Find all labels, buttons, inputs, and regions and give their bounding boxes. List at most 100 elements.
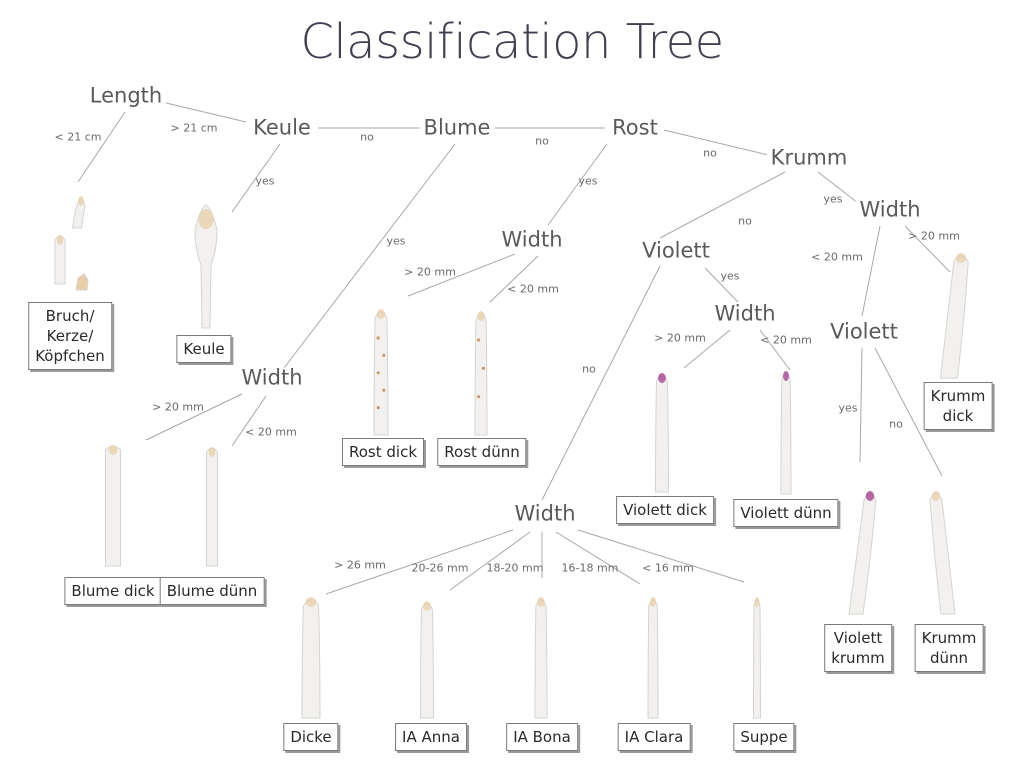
node-width-blume: Width xyxy=(237,367,307,389)
spear-ia-clara xyxy=(647,597,659,719)
branch-line xyxy=(704,267,739,303)
branch-line xyxy=(555,531,641,585)
node-blume: Blume xyxy=(419,117,495,139)
spear-krumm-dick xyxy=(939,253,969,379)
spear-suppe xyxy=(752,597,762,719)
edge-label: yes xyxy=(386,234,406,248)
spear-bruch-a xyxy=(71,196,86,229)
branch-line xyxy=(861,225,881,317)
spear-blume-duenn xyxy=(206,447,218,567)
branch-line xyxy=(541,265,661,501)
node-width-rost: Width xyxy=(497,229,567,251)
leaf-dicke: Dicke xyxy=(283,723,339,751)
node-violett-krumm: Violett xyxy=(826,321,902,343)
branch-line xyxy=(683,329,731,369)
branch-line xyxy=(547,143,608,226)
edge-label: yes xyxy=(720,269,740,283)
edge-label: < 16 mm xyxy=(642,561,694,575)
edge-label: no xyxy=(535,134,549,148)
leaf-keule: Keule xyxy=(176,335,232,363)
spear-violett-krumm xyxy=(848,491,877,615)
branch-line xyxy=(577,529,745,583)
edge-label: yes xyxy=(823,192,843,206)
branch-line xyxy=(231,395,267,447)
branch-line xyxy=(325,529,514,595)
edge-label: yes xyxy=(838,401,858,415)
leaf-violett-dick: Violett dick xyxy=(616,496,714,524)
leaf-rost-duenn: Rost dünn xyxy=(437,438,527,466)
edge-label: < 20 mm xyxy=(245,425,297,439)
branch-line xyxy=(161,101,247,123)
branch-line xyxy=(859,347,863,463)
edge-label: no xyxy=(360,130,374,144)
edge-label: < 20 mm xyxy=(811,250,863,264)
node-keule: Keule xyxy=(249,117,315,139)
leaf-bruch-kerze-koepfchen: Bruch/ Kerze/ Köpfchen xyxy=(28,302,112,370)
edge-label: > 21 cm xyxy=(170,121,218,135)
edge-label: no xyxy=(582,362,596,376)
spear-bruch-b xyxy=(54,235,66,285)
branch-line xyxy=(874,347,943,477)
leaf-rost-dick: Rost dick xyxy=(341,438,425,466)
leaf-krumm-dick: Krumm dick xyxy=(923,382,993,430)
leaf-violett-duenn: Violett dünn xyxy=(733,499,839,527)
edge-label: > 26 mm xyxy=(334,558,386,572)
spear-violett-duenn xyxy=(780,371,792,495)
edge-label: 20-26 mm xyxy=(411,561,469,575)
branch-line xyxy=(283,143,456,369)
spear-krumm-duenn xyxy=(929,491,956,615)
edge-label: 16-18 mm xyxy=(561,561,619,575)
leaf-ia-bona: IA Bona xyxy=(506,723,578,751)
spear-violett-dick xyxy=(654,373,670,493)
spear-ia-anna xyxy=(419,601,435,719)
edge-label: no xyxy=(703,146,717,160)
leaf-ia-clara: IA Clara xyxy=(617,723,691,751)
branch-line xyxy=(77,111,126,183)
spear-keule xyxy=(194,204,218,329)
node-rost: Rost xyxy=(608,117,662,139)
leaf-ia-anna: IA Anna xyxy=(395,723,467,751)
leaf-blume-duenn: Blume dünn xyxy=(159,577,265,605)
edge-label: > 20 mm xyxy=(654,331,706,345)
page-title: Classification Tree xyxy=(300,14,724,70)
edge-label: > 20 mm xyxy=(152,400,204,414)
branch-line xyxy=(659,171,786,239)
edge-label: < 20 mm xyxy=(760,333,812,347)
branch-line xyxy=(407,253,516,297)
node-width-violett: Width xyxy=(710,303,780,325)
spear-ia-bona xyxy=(534,597,548,719)
edge-label: no xyxy=(738,214,752,228)
edge-label: > 20 mm xyxy=(404,265,456,279)
branch-line xyxy=(145,393,243,441)
branch-line xyxy=(449,531,531,591)
edge-label: < 20 mm xyxy=(507,282,559,296)
asparagus-images xyxy=(54,196,969,719)
leaf-suppe: Suppe xyxy=(733,723,795,751)
node-length: Length xyxy=(85,85,167,107)
node-width-main: Width xyxy=(510,503,580,525)
branch-line xyxy=(231,143,281,213)
branch-line xyxy=(759,329,791,371)
edge-label: > 20 mm xyxy=(908,229,960,243)
branch-line xyxy=(817,171,859,204)
leaf-violett-krumm: Violett krumm xyxy=(824,624,892,672)
spear-dicke xyxy=(301,597,321,719)
node-krumm: Krumm xyxy=(766,147,852,169)
spear-rost-dick xyxy=(373,309,389,436)
node-width-krumm: Width xyxy=(855,199,925,221)
branch-line xyxy=(489,255,539,303)
edge-label: yes xyxy=(255,174,275,188)
branch-line xyxy=(904,225,951,273)
spear-rost-duenn xyxy=(474,311,488,436)
edge-label: yes xyxy=(578,174,598,188)
edge-label: < 21 cm xyxy=(54,130,102,144)
leaf-blume-dick: Blume dick xyxy=(64,577,162,605)
edge-label: 18-20 mm xyxy=(486,561,544,575)
edge-label: no xyxy=(889,417,903,431)
leaf-krumm-duenn: Krumm dünn xyxy=(914,624,984,672)
branch-lines xyxy=(77,101,951,595)
spear-blume-dick xyxy=(105,445,121,567)
node-violett-main: Violett xyxy=(638,240,714,262)
spear-bruch-c xyxy=(75,273,89,291)
